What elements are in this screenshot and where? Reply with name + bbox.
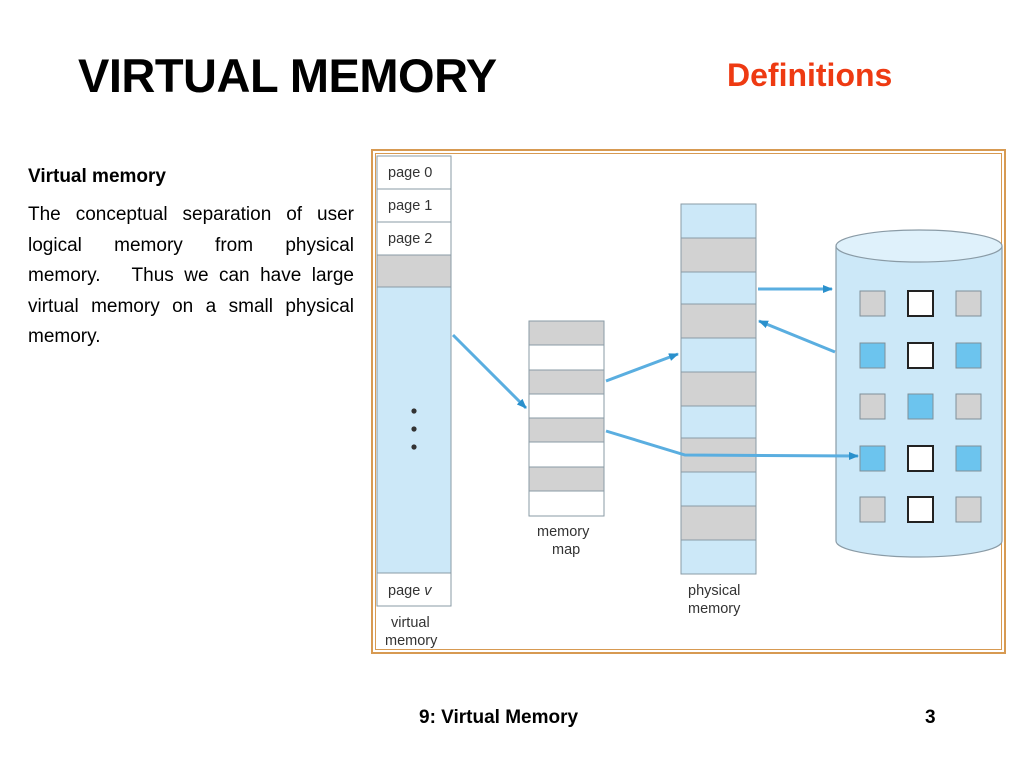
map-entry: [528, 369, 605, 395]
virtual-memory-diagram: page 0 page 1 page 2 page v virtual memo…: [376, 155, 1003, 649]
virtual-memory-column: page 0 page 1 page 2 page v virtual memo…: [376, 155, 452, 649]
backing-store-disk: [835, 229, 1003, 558]
page-number: 3: [925, 707, 936, 728]
arrow-map-to-physical: [605, 352, 679, 383]
slide-subtitle: Definitions: [727, 57, 893, 93]
physical-memory-caption: memory: [688, 601, 741, 617]
map-entry: [528, 393, 605, 419]
virtual-memory-caption: virtual: [391, 615, 430, 631]
disk-block: [859, 496, 886, 523]
physical-frame: [680, 371, 757, 407]
disk-block: [907, 342, 934, 369]
disk-block: [955, 342, 982, 369]
page-1-label: page 1: [388, 198, 432, 214]
disk-block: [859, 290, 886, 317]
arrow-virtual-to-map: [451, 333, 528, 410]
map-entry: [528, 466, 605, 492]
virtual-page-0: [376, 155, 452, 190]
disk-block: [955, 290, 982, 317]
map-entry: [528, 441, 605, 468]
physical-memory-caption: physical: [688, 583, 740, 599]
disk-block: [859, 393, 886, 420]
disk-block: [907, 290, 934, 317]
mapping-arrows: [451, 285, 859, 460]
physical-memory-column: physical memory: [680, 203, 757, 617]
diagram-frame: page 0 page 1 page 2 page v virtual memo…: [371, 149, 1006, 654]
definition-term: Virtual memory: [28, 166, 166, 187]
page-0-label: page 0: [388, 165, 432, 181]
map-entry: [528, 320, 605, 346]
physical-frame: [680, 303, 757, 339]
map-entry: [528, 417, 605, 443]
memory-map-caption: map: [552, 542, 580, 558]
memory-map-column: memory map: [528, 320, 605, 558]
disk-top: [835, 229, 1003, 263]
disk-block: [955, 393, 982, 420]
disk-block: [907, 393, 934, 420]
footer-title: 9: Virtual Memory: [419, 707, 579, 728]
disk-block: [955, 496, 982, 523]
memory-map-caption: memory: [537, 524, 590, 540]
virtual-page-2: [376, 221, 452, 256]
ellipsis-dot: [411, 426, 417, 432]
virtual-memory-caption: memory: [385, 633, 438, 649]
disk-block-grid: [859, 290, 982, 523]
physical-frame: [680, 237, 757, 273]
virtual-page-3: [376, 254, 452, 288]
disk-block: [859, 342, 886, 369]
page-2-label: page 2: [388, 231, 432, 247]
disk-block: [859, 445, 886, 472]
physical-frame: [680, 505, 757, 541]
map-entry: [528, 490, 605, 517]
definition-text: The conceptual separation of user logica…: [28, 204, 354, 347]
ellipsis-dot: [411, 444, 417, 450]
disk-block: [907, 445, 934, 472]
disk-block: [955, 445, 982, 472]
arrow-map-to-disk: [605, 429, 859, 460]
virtual-page-v: [376, 572, 452, 607]
disk-block: [907, 496, 934, 523]
map-entry: [528, 344, 605, 371]
arrow-disk-to-physical: [758, 319, 836, 354]
slide-title: VIRTUAL MEMORY: [78, 49, 497, 102]
page-v-label: page v: [388, 583, 432, 599]
ellipsis-dot: [411, 408, 417, 414]
